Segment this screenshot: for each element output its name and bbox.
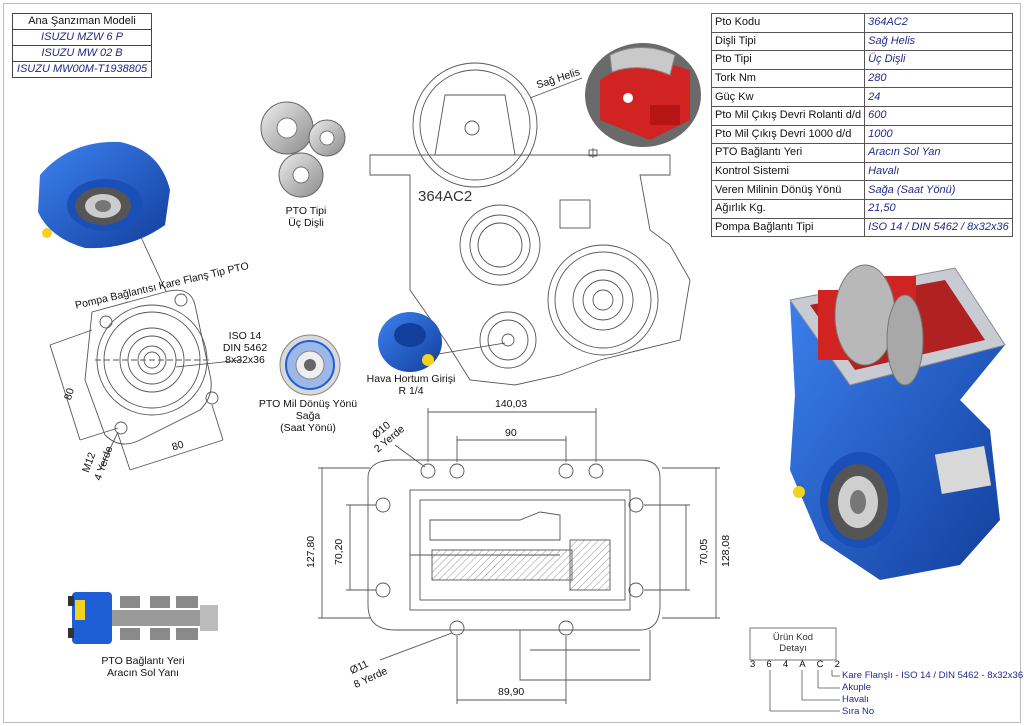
code-char: 2 bbox=[834, 659, 840, 670]
air-inlet-line-2: R 1/4 bbox=[398, 385, 424, 397]
spec-key: Pto Mil Çıkış Devri Rolanti d/d bbox=[710, 105, 866, 126]
code-detail-lines bbox=[749, 627, 840, 712]
spec-key: Ağırlık Kg. bbox=[710, 198, 866, 219]
code-title-line-2: Detayı bbox=[779, 643, 807, 654]
transmission-models-table: Ana Şanzıman Modeli ISUZU MZW 6 P ISUZU … bbox=[12, 13, 152, 78]
plug-icon bbox=[42, 228, 52, 238]
spec-key: Veren Milinin Dönüş Yönü bbox=[710, 180, 866, 200]
truck-icon bbox=[68, 592, 218, 644]
code-legend-item: Kare Flanşlı - ISO 14 / DIN 5462 - 8x32x… bbox=[842, 670, 1024, 681]
code-legend-item: Akuple bbox=[842, 682, 872, 693]
code-char: A bbox=[799, 659, 806, 670]
flange-drawing bbox=[49, 289, 224, 471]
code-chars: 3 6 4 A C 2 bbox=[750, 659, 840, 670]
spline-spec-label: ISO 14 DIN 5462 8x32x36 bbox=[222, 330, 268, 366]
location-line-1: PTO Bağlantı Yeri bbox=[101, 655, 185, 667]
spline-line-1: ISO 14 bbox=[228, 330, 262, 342]
model-item: ISUZU MZW 6 P bbox=[12, 29, 152, 46]
code-char: 6 bbox=[766, 659, 772, 670]
main-side-view bbox=[369, 62, 691, 386]
spec-key: Pompa Bağlantı Tipi bbox=[710, 217, 866, 238]
spec-value: ISO 14 / DIN 5462 / 8x32x36 bbox=[864, 217, 1013, 238]
code-title-line-1: Ürün Kod bbox=[772, 632, 814, 643]
left-inner-dim: 70,20 bbox=[333, 538, 345, 565]
rotation-line-3: (Saat Yönü) bbox=[280, 422, 336, 434]
helix-gear-render bbox=[585, 43, 701, 147]
right-inner-dim: 70,05 bbox=[698, 538, 710, 565]
spec-row: Ağırlık Kg.21,50 bbox=[710, 198, 1013, 219]
rotation-line-2: Sağa bbox=[295, 410, 321, 422]
rotation-line-1: PTO Mil Dönüş Yönü bbox=[258, 398, 358, 410]
pto-render bbox=[789, 264, 1006, 580]
code-detail-title: Ürün Kod Detayı bbox=[752, 632, 834, 654]
pto-type-label: PTO Tipi Üç Dişli bbox=[276, 205, 336, 229]
rotation-direction-icon bbox=[279, 334, 341, 396]
spec-key: Tork Nm bbox=[710, 68, 866, 89]
spline-line-2: DIN 5462 bbox=[222, 342, 268, 354]
air-inlet-label: Hava Hortum Girişi R 1/4 bbox=[364, 373, 458, 397]
air-inlet-render bbox=[378, 312, 442, 372]
right-outer-dim: 128,08 bbox=[720, 534, 732, 567]
bottom-plan-view bbox=[318, 408, 720, 704]
location-label: PTO Bağlantı Yeri Aracın Sol Yanı bbox=[88, 655, 198, 679]
rotation-label: PTO Mil Dönüş Yönü Sağa (Saat Yönü) bbox=[255, 398, 361, 434]
code-legend-item: Sıra No bbox=[842, 706, 875, 717]
spec-key: Pto Kodu bbox=[710, 13, 866, 33]
pto-type-line-2: Üç Dişli bbox=[288, 217, 324, 229]
top-width-dim: 140,03 bbox=[495, 398, 528, 410]
three-gears-icon bbox=[260, 101, 346, 198]
code-char: 3 bbox=[750, 659, 756, 670]
location-line-2: Aracın Sol Yanı bbox=[107, 667, 179, 679]
code-legend-item: Havalı bbox=[842, 694, 869, 705]
flange-render bbox=[38, 141, 170, 249]
body-code-label: 364AC2 bbox=[418, 188, 473, 205]
top-inner-dim: 90 bbox=[505, 427, 517, 439]
bottom-width-dim: 89,90 bbox=[498, 686, 525, 698]
spec-value: Üç Dişli bbox=[864, 50, 1013, 70]
model-item: ISUZU MW 02 B bbox=[12, 45, 152, 62]
code-char: C bbox=[816, 659, 824, 670]
code-char: 4 bbox=[782, 659, 789, 670]
left-outer-dim: 127,80 bbox=[305, 535, 317, 568]
spline-line-3: 8x32x36 bbox=[225, 354, 265, 366]
model-item: ISUZU MW00M-T1938805 bbox=[12, 61, 152, 78]
pto-type-line-1: PTO Tipi bbox=[285, 205, 327, 217]
air-inlet-line-1: Hava Hortum Girişi bbox=[366, 373, 456, 385]
